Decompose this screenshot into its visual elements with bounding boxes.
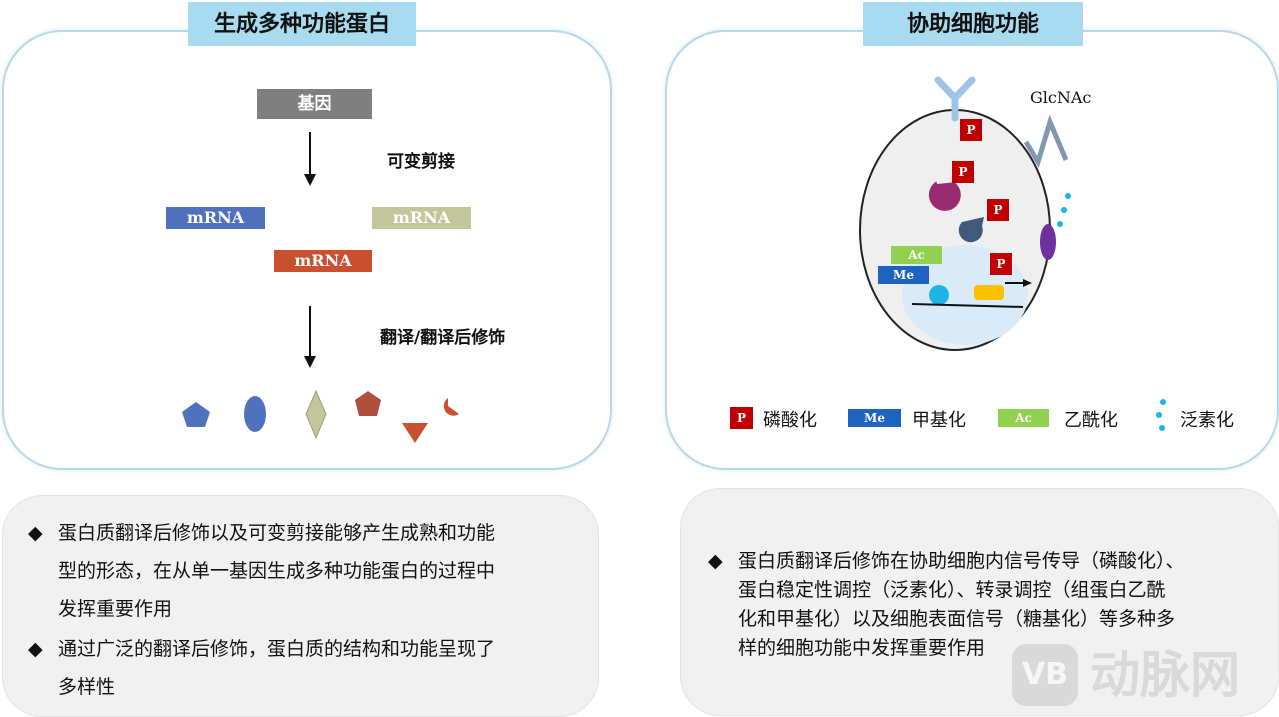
legend-ubiquitination: 泛素化 — [1180, 410, 1234, 431]
right-note-line: 化和甲基化）以及细胞表面信号（糖基化）等多种多 — [738, 608, 1176, 630]
right-note-bullet: ◆ 蛋白质翻译后修饰在协助细胞内信号传导（磷酸化）、 蛋白稳定性调控（泛素化）、… — [708, 547, 1268, 663]
bullet-diamond-icon: ◆ — [28, 522, 43, 544]
protein-shapes — [182, 389, 459, 443]
antibody-receptor-icon — [934, 76, 976, 122]
ac-tag-histone: Ac — [891, 246, 942, 264]
legend-phosphorylation: 磷酸化 — [763, 410, 817, 431]
me-tag-histone: Me — [878, 266, 929, 284]
splicing-arrow-line — [309, 132, 311, 174]
pentagon-shape-red — [355, 391, 381, 416]
mrna-box-olive: mRNA — [372, 207, 471, 229]
left-note-line: 蛋白质翻译后修饰以及可变剪接能够产生成熟和功能 — [58, 522, 496, 544]
dark-protein-icon — [958, 217, 984, 243]
left-panel-title: 生成多种功能蛋白 — [188, 2, 416, 46]
left-note-box — [2, 495, 599, 717]
polymerase-icon — [974, 285, 1004, 300]
legend-methylation: 甲基化 — [912, 410, 966, 431]
purple-protein-icon — [1040, 224, 1056, 260]
left-note-line: 发挥重要作用 — [58, 598, 173, 620]
translation-arrow-head — [304, 356, 316, 368]
mrna-box-blue: mRNA — [166, 207, 265, 229]
dna-line — [911, 303, 1024, 308]
right-note-box — [680, 488, 1279, 716]
left-note-line: 型的形态，在从单一基因生成多种功能蛋白的过程中 — [58, 560, 496, 582]
bullet-diamond-icon: ◆ — [708, 550, 723, 572]
mrna-box-red: mRNA — [274, 250, 372, 272]
legend-ubiquitin-dots-icon — [1156, 399, 1166, 431]
legend-p-chip: P — [730, 407, 753, 429]
watermark-text: 动脉网 — [1090, 646, 1240, 704]
pacman-shape-red — [443, 398, 459, 416]
right-note-line: 蛋白稳定性调控（泛素化）、转录调控（组蛋白乙酰 — [738, 579, 1166, 601]
right-panel-title: 协助细胞功能 — [863, 2, 1083, 46]
translation-label: 翻译/翻译后修饰 — [380, 328, 506, 348]
legend-acetylation: 乙酰化 — [1064, 410, 1118, 431]
transcription-arrow-head — [1023, 279, 1032, 287]
watermark-vb-icon: VB — [1012, 644, 1078, 706]
left-note-bullet-2: ◆ 通过广泛的翻译后修饰，蛋白质的结构和功能呈现了 多样性 — [28, 630, 588, 706]
ubiquitin-dot-3 — [1057, 221, 1063, 227]
ubiquitin-dot-1 — [1065, 193, 1071, 199]
cell-diagram — [859, 76, 1071, 351]
splicing-label: 可变剪接 — [387, 152, 455, 172]
kinase-pacman-icon — [928, 181, 961, 211]
gene-box: 基因 — [257, 89, 372, 119]
right-note-line: 样的细胞功能中发挥重要作用 — [738, 637, 986, 659]
left-note-line: 多样性 — [58, 676, 116, 698]
left-note-bullet-1: ◆ 蛋白质翻译后修饰以及可变剪接能够产生成熟和功能 型的形态，在从单一基因生成多… — [28, 514, 588, 628]
p-tag-kinase: P — [952, 161, 974, 183]
transcription-factor-icon — [929, 285, 949, 305]
pentagon-shape-blue — [182, 402, 210, 427]
oval-shape-blue — [244, 396, 266, 432]
legend-ac-chip: Ac — [998, 409, 1049, 427]
right-note-line: 蛋白质翻译后修饰在协助细胞内信号传导（磷酸化）、 — [738, 550, 1185, 572]
p-tag-protein: P — [987, 199, 1009, 221]
bullet-diamond-icon: ◆ — [28, 638, 43, 660]
translation-arrow-line — [309, 306, 311, 356]
diamond-shape-olive — [305, 389, 327, 440]
glcnac-label: GlcNAc — [1030, 88, 1092, 107]
watermark-logo: VB 动脉网 — [1012, 640, 1274, 710]
legend-me-chip: Me — [848, 409, 901, 427]
p-tag-receptor: P — [960, 119, 982, 141]
splicing-arrow-head — [304, 174, 316, 186]
triangle-shape-red — [402, 423, 428, 443]
left-note-line: 通过广泛的翻译后修饰，蛋白质的结构和功能呈现了 — [58, 638, 496, 660]
ubiquitin-dot-2 — [1061, 207, 1067, 213]
glcnac-chain-icon — [1023, 114, 1069, 169]
p-tag-polymerase: P — [990, 253, 1012, 275]
